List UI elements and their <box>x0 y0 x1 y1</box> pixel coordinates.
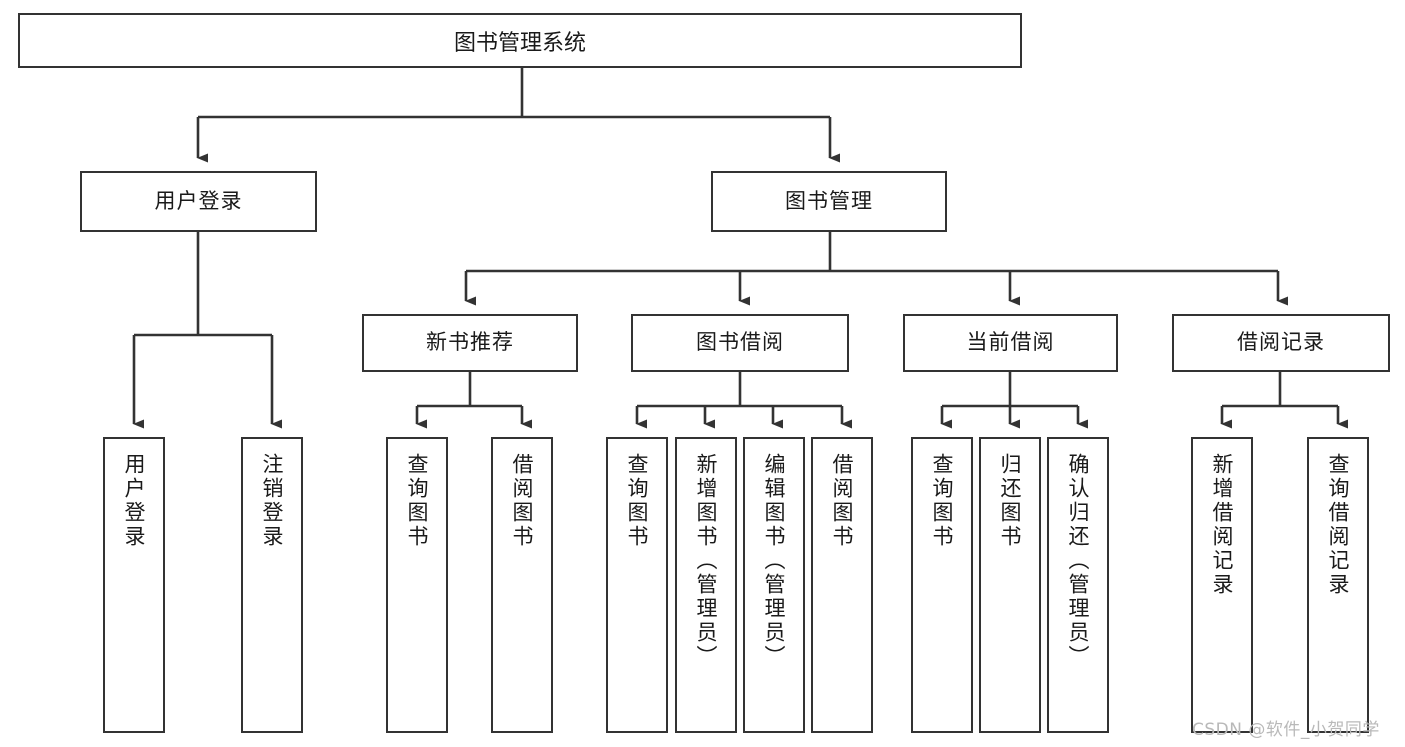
node-label: 查询图书 <box>625 453 650 549</box>
node-label: 借阅记录 <box>1237 330 1325 355</box>
node-label: 确认归还（管理员） <box>1066 453 1091 669</box>
node-book-borrow[interactable]: 图书借阅 <box>631 314 849 372</box>
node-borrow-record[interactable]: 借阅记录 <box>1172 314 1390 372</box>
node-user-login[interactable]: 用户登录 <box>80 171 317 232</box>
node-label: 注销登录 <box>260 453 285 549</box>
leaf-borrow-record-query-record[interactable]: 查询借阅记录 <box>1307 437 1369 733</box>
node-label: 查询借阅记录 <box>1326 453 1351 597</box>
leaf-current-borrow-confirm-return-admin[interactable]: 确认归还（管理员） <box>1047 437 1109 733</box>
node-label: 借阅图书 <box>510 453 535 549</box>
node-root-book-management-system[interactable]: 图书管理系统 <box>18 13 1022 68</box>
leaf-book-borrow-edit-book-admin[interactable]: 编辑图书（管理员） <box>743 437 805 733</box>
leaf-book-borrow-borrow-book[interactable]: 借阅图书 <box>811 437 873 733</box>
node-label: 当前借阅 <box>966 330 1055 355</box>
node-new-book-recommend[interactable]: 新书推荐 <box>362 314 578 372</box>
leaf-current-borrow-query-book[interactable]: 查询图书 <box>911 437 973 733</box>
leaf-user-login-login[interactable]: 用户登录 <box>103 437 165 733</box>
node-label: 新书推荐 <box>426 330 514 355</box>
node-label: 归还图书 <box>998 453 1023 549</box>
leaf-borrow-record-add-record[interactable]: 新增借阅记录 <box>1191 437 1253 733</box>
node-label: 新增借阅记录 <box>1210 453 1235 597</box>
node-label: 编辑图书（管理员） <box>762 453 787 669</box>
node-label: 用户登录 <box>154 188 243 213</box>
node-book-management[interactable]: 图书管理 <box>711 171 947 232</box>
node-current-borrow[interactable]: 当前借阅 <box>903 314 1118 372</box>
leaf-book-borrow-add-book-admin[interactable]: 新增图书（管理员） <box>675 437 737 733</box>
leaf-new-book-query-book[interactable]: 查询图书 <box>386 437 448 733</box>
leaf-new-book-borrow-book[interactable]: 借阅图书 <box>491 437 553 733</box>
leaf-book-borrow-query-book[interactable]: 查询图书 <box>606 437 668 733</box>
node-label: 查询图书 <box>930 453 955 549</box>
leaf-user-login-logout[interactable]: 注销登录 <box>241 437 303 733</box>
node-label: 用户登录 <box>122 453 147 549</box>
leaf-current-borrow-return-book[interactable]: 归还图书 <box>979 437 1041 733</box>
node-label: 新增图书（管理员） <box>694 453 719 669</box>
node-label: 图书管理系统 <box>453 30 586 56</box>
node-label: 图书管理 <box>785 188 873 213</box>
node-label: 查询图书 <box>405 453 430 549</box>
node-label: 借阅图书 <box>830 453 855 549</box>
node-label: 图书借阅 <box>696 330 784 355</box>
csdn-watermark: CSDN @软件_小贺同学 <box>1192 720 1380 740</box>
